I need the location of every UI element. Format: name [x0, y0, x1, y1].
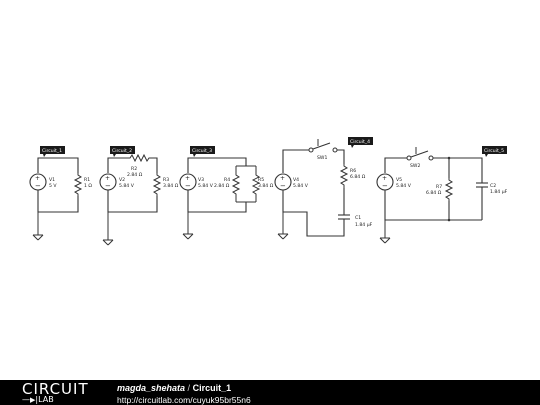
username-link[interactable]: magda_shehata: [117, 383, 186, 393]
svg-text:+: +: [382, 175, 387, 182]
v5-name: V5: [396, 177, 402, 183]
svg-text:Circuit_3: Circuit_3: [192, 148, 212, 154]
circuit-2: Circuit_2 R2 2.84 Ω + − V2 5.84 V R3 3.8…: [99, 146, 179, 246]
switch-sw1[interactable]: [308, 139, 338, 153]
r1-value: 1 Ω: [84, 183, 92, 189]
v4-value: 5.84 V: [293, 183, 309, 189]
voltage-source-v5[interactable]: + −: [376, 173, 394, 191]
net-tag-circuit-2[interactable]: Circuit_2: [110, 146, 135, 157]
svg-text:−: −: [382, 182, 388, 190]
r2-name: R2: [131, 166, 137, 172]
switch-sw2[interactable]: [406, 147, 434, 161]
ground-symbol: [182, 233, 194, 240]
svg-text:Circuit_1: Circuit_1: [42, 148, 62, 154]
v2-name: V2: [119, 177, 125, 183]
net-tag-circuit-1[interactable]: Circuit_1: [40, 146, 65, 157]
schematic-canvas: Circuit_1 + − V1 5 V R1 1 Ω Circuit_2 R2…: [29, 137, 508, 246]
net-tag-circuit-3[interactable]: Circuit_3: [190, 146, 215, 157]
r3-value: 3.84 Ω: [163, 183, 179, 189]
c2-name: C2: [490, 183, 496, 189]
voltage-source-v1[interactable]: + −: [29, 173, 47, 191]
footer-bar: CIRCUIT —▶|LAB magda_shehata / Circuit_1…: [0, 380, 540, 405]
r4-value: 2.84 Ω: [214, 183, 230, 189]
resistor-r7[interactable]: [444, 178, 454, 201]
voltage-source-v4[interactable]: + −: [274, 173, 292, 191]
logo-line-2: —▶|LAB: [22, 395, 54, 404]
r7-value: 6.84 Ω: [426, 190, 442, 196]
svg-text:−: −: [280, 182, 286, 190]
sw1-name: SW1: [317, 155, 327, 161]
ground-symbol: [102, 239, 114, 246]
resistor-r1[interactable]: [73, 173, 83, 196]
voltage-source-v3[interactable]: + −: [179, 173, 197, 191]
svg-text:−: −: [185, 182, 191, 190]
sw2-name: SW2: [410, 163, 420, 169]
v5-value: 5.84 V: [396, 183, 412, 189]
circuit-1: Circuit_1 + − V1 5 V R1 1 Ω: [29, 146, 92, 241]
svg-text:+: +: [280, 175, 285, 182]
v2-value: 5.84 V: [119, 183, 135, 189]
svg-text:−: −: [105, 182, 111, 190]
ground-symbol: [32, 234, 44, 241]
r6-name: R6: [350, 168, 356, 174]
svg-text:−: −: [35, 182, 41, 190]
circuitlab-logo[interactable]: CIRCUIT —▶|LAB: [22, 382, 89, 404]
v4-name: V4: [293, 177, 299, 183]
svg-text:Circuit_5: Circuit_5: [484, 148, 504, 154]
r2-value: 2.84 Ω: [127, 172, 143, 178]
circuit-url-link[interactable]: http://circuitlab.com/cuyuk95br55n6: [117, 395, 251, 405]
ground-symbol: [277, 233, 289, 240]
circuit-meta: magda_shehata / Circuit_1 http://circuit…: [117, 383, 251, 405]
v3-name: V3: [198, 177, 204, 183]
svg-text:+: +: [105, 175, 110, 182]
circuit-name: Circuit_1: [192, 383, 232, 393]
resistor-r6[interactable]: [339, 164, 349, 188]
svg-text:+: +: [185, 175, 190, 182]
svg-text:Circuit_2: Circuit_2: [112, 148, 132, 154]
v1-value: 5 V: [49, 183, 57, 189]
v3-value: 5.84 V: [198, 183, 214, 189]
circuit-3: Circuit_3 + − V3 5.84 V R4 2.84 Ω R5 3.8…: [179, 146, 274, 240]
r5-value: 3.84 Ω: [258, 183, 274, 189]
circuit-4: SW1 Circuit_4 R6 6.84 Ω C1 1.84 µF + − V…: [274, 137, 373, 240]
logo-line-1: CIRCUIT: [22, 380, 89, 398]
resistor-r2[interactable]: [128, 153, 151, 163]
r5-name: R5: [258, 177, 264, 183]
c1-value: 1.84 µF: [355, 222, 373, 228]
r6-value: 6.84 Ω: [350, 174, 366, 180]
net-tag-circuit-4[interactable]: Circuit_4: [348, 137, 373, 148]
separator: /: [187, 383, 191, 393]
resistor-r5[interactable]: [251, 173, 261, 196]
svg-text:+: +: [35, 175, 40, 182]
resistor-r4[interactable]: [231, 173, 241, 196]
r3-name: R3: [163, 177, 169, 183]
capacitor-c2[interactable]: [476, 182, 488, 188]
net-tag-circuit-5[interactable]: Circuit_5: [482, 146, 507, 157]
c1-name: C1: [355, 215, 361, 221]
r7-name: R7: [436, 184, 442, 190]
resistor-r3[interactable]: [152, 173, 162, 196]
c2-value: 1.84 µF: [490, 189, 508, 195]
v1-name: V1: [49, 177, 55, 183]
r1-name: R1: [84, 177, 90, 183]
circuit-5: SW2 Circuit_5 + − V5 5.84 V R7 6.84 Ω C2…: [376, 146, 508, 244]
ground-symbol: [379, 237, 391, 244]
svg-text:Circuit_4: Circuit_4: [350, 139, 370, 145]
capacitor-c1[interactable]: [338, 214, 350, 220]
r4-name: R4: [224, 177, 230, 183]
voltage-source-v2[interactable]: + −: [99, 173, 117, 191]
